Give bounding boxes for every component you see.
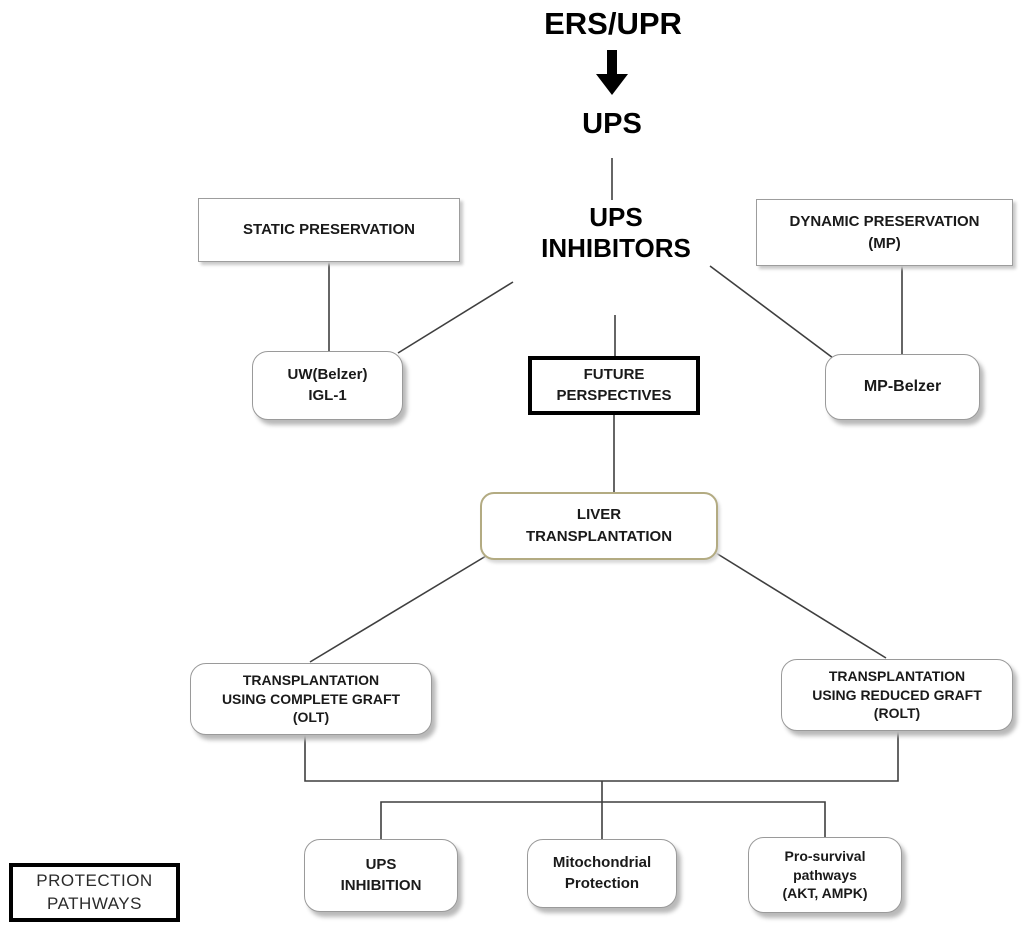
node-liver-transplantation: LIVER TRANSPLANTATION <box>480 492 718 560</box>
edge-liver-to-olt <box>309 555 487 663</box>
node-label-line: DYNAMIC PRESERVATION <box>789 212 980 230</box>
edge-olt-rolt-bus <box>304 731 899 782</box>
edge-lower-bus <box>380 801 826 839</box>
node-label-line: TRANSPLANTATION <box>828 668 966 685</box>
node-mp-belzer: MP-Belzer <box>825 354 980 420</box>
node-label-line: TRANSPLANTATION <box>525 528 673 545</box>
node-dynamic-preservation: DYNAMIC PRESERVATION (MP) <box>756 199 1013 266</box>
node-label-line: (OLT) <box>292 709 330 726</box>
node-label-line: FUTURE <box>583 366 645 384</box>
node-label-line: INHIBITION <box>340 876 422 894</box>
edge-liver-to-rolt <box>715 552 887 659</box>
node-rolt: TRANSPLANTATION USING REDUCED GRAFT (ROL… <box>781 659 1013 731</box>
node-label-line: Protection <box>564 874 640 892</box>
node-label-line: UW(Belzer) <box>287 366 368 384</box>
node-label-line: (AKT, AMPK) <box>782 885 868 902</box>
node-ups: UPS <box>582 108 642 140</box>
edge-inhibitors-to-uw <box>397 281 514 354</box>
node-label-line: MP-Belzer <box>863 378 942 396</box>
node-label-line: STATIC PRESERVATION <box>243 221 415 239</box>
node-label-line: Pro-survival <box>784 848 866 865</box>
node-static-preservation: STATIC PRESERVATION <box>198 198 460 262</box>
node-label-line: IGL-1 <box>308 386 347 404</box>
node-olt: TRANSPLANTATION USING COMPLETE GRAFT (OL… <box>190 663 432 735</box>
node-label-line: TRANSPLANTATION <box>242 672 380 689</box>
node-label-line: (ROLT) <box>873 705 921 722</box>
node-uw-belzer: UW(Belzer) IGL-1 <box>252 351 403 420</box>
down-arrow-icon <box>596 50 628 95</box>
edge-inhibitors-to-mp <box>709 265 834 359</box>
node-ups-inhibitors: UPS INHIBITORS <box>541 202 691 263</box>
node-protection-pathways: PROTECTION PATHWAYS <box>9 863 180 922</box>
node-label-line: PERSPECTIVES <box>556 386 672 404</box>
node-label-line: USING REDUCED GRAFT <box>812 686 982 703</box>
node-label-line: pathways <box>793 866 857 883</box>
node-label-line: PROTECTION <box>36 870 153 890</box>
node-label-line: USING COMPLETE GRAFT <box>221 690 401 707</box>
node-pro-survival: Pro-survival pathways (AKT, AMPK) <box>748 837 902 913</box>
node-ups-inhibition: UPS INHIBITION <box>304 839 458 912</box>
node-future-perspectives: FUTURE PERSPECTIVES <box>528 356 700 415</box>
node-ers-upr: ERS/UPR <box>544 6 682 41</box>
node-label-line: UPS <box>589 202 643 232</box>
node-mitochondrial-protection: Mitochondrial Protection <box>527 839 677 908</box>
node-label-line: UPS <box>365 856 397 874</box>
node-label-line: Mitochondrial <box>552 854 652 872</box>
node-label-line: INHIBITORS <box>541 232 691 263</box>
node-label-line: (MP) <box>868 234 901 252</box>
node-label-line: PATHWAYS <box>47 893 142 913</box>
node-label-line: LIVER <box>576 506 622 524</box>
